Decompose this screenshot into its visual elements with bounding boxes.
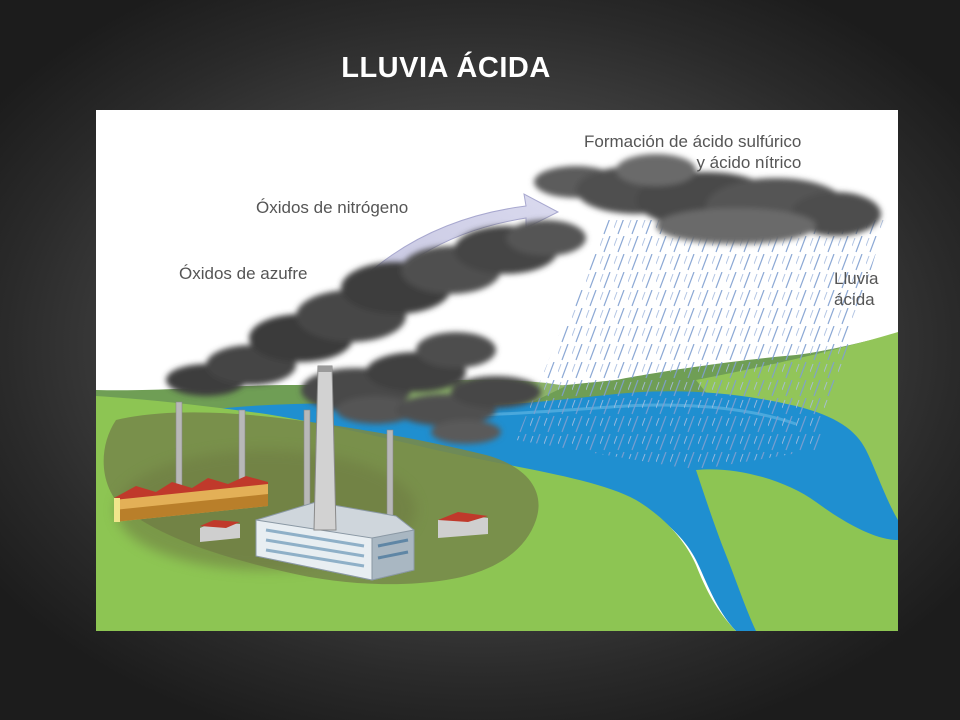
label-acid-rain-line2: ácida [834,290,875,309]
label-nitrogen-oxides: Óxidos de nitrógeno [256,198,409,217]
label-acid-rain-line1: Lluvia [834,269,879,288]
label-acid-formation-line1: Formación de ácido sulfúrico [584,132,802,151]
label-sulfur-oxides: Óxidos de azufre [179,264,308,283]
small-building-right [438,512,488,538]
acid-rain [516,220,886,470]
acid-cloud [534,154,881,244]
label-acid-formation: Formación de ácido sulfúrico y ácido nít… [584,131,801,173]
label-acid-formation-line2: y ácido nítrico [696,153,802,172]
label-acid-rain: Lluvia ácida [834,268,878,310]
left-factory [114,401,268,522]
acid-rain-diagram: Óxidos de nitrógeno Óxidos de azufre For… [96,110,898,631]
slide-title: LLUVIA ÁCIDA [341,52,551,84]
main-factory [255,365,415,581]
small-building-left [200,520,240,542]
diagram-illustration [96,154,898,631]
